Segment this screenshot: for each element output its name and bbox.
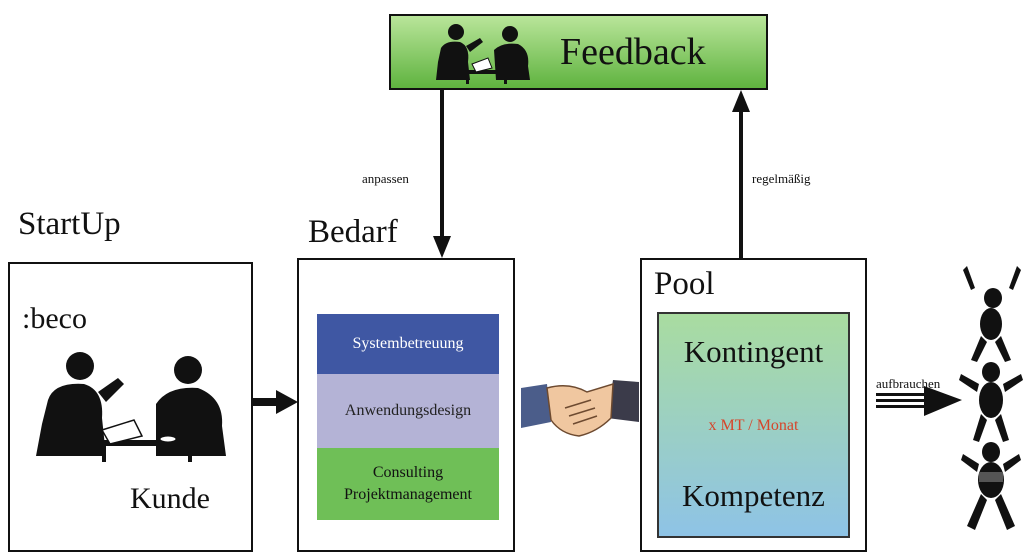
regelmaessig-arrowhead bbox=[732, 90, 750, 112]
connectors bbox=[252, 90, 962, 416]
acrobats-tower-icon bbox=[959, 266, 1023, 530]
customer-meeting-icon bbox=[36, 352, 226, 462]
bedarf-bands: Systembetreuung Anwendungsdesign Consult… bbox=[317, 314, 499, 520]
startup-heading: StartUp bbox=[18, 206, 121, 242]
feedback-label: Feedback bbox=[560, 31, 706, 73]
startup-to-bedarf-head bbox=[276, 390, 298, 414]
bedarf-heading: Bedarf bbox=[308, 214, 398, 250]
regelmaessig-label: regelmäßig bbox=[752, 171, 811, 186]
startup-box: :beco Kunde bbox=[8, 262, 253, 552]
aufbrauchen-label: aufbrauchen bbox=[876, 376, 941, 391]
startup-brand: :beco bbox=[22, 302, 87, 335]
business-meeting-icon bbox=[436, 24, 530, 84]
anpassen-arrowhead bbox=[433, 236, 451, 258]
pool-heading: Pool bbox=[654, 266, 715, 302]
band-systembetreuung: Systembetreuung bbox=[317, 314, 499, 374]
feedback-box: Feedback bbox=[389, 14, 768, 90]
startup-customer: Kunde bbox=[130, 482, 210, 515]
band-consulting: Consulting Projektmanagement bbox=[317, 448, 499, 520]
bedarf-box: Systembetreuung Anwendungsdesign Consult… bbox=[297, 258, 515, 552]
pool-kontingent: Kontingent bbox=[683, 334, 824, 369]
pool-rate: x MT / Monat bbox=[708, 417, 799, 434]
anpassen-label: anpassen bbox=[362, 171, 409, 186]
startup-to-bedarf-shaft bbox=[252, 398, 278, 406]
pool-kompetenz: Kompetenz bbox=[682, 478, 825, 513]
band-anwendungsdesign: Anwendungsdesign bbox=[317, 374, 499, 448]
handshake-icon bbox=[521, 380, 639, 437]
pool-gradient-panel: Kontingent x MT / Monat Kompetenz bbox=[657, 312, 850, 538]
aufbrauchen-arrowhead bbox=[924, 386, 962, 416]
pool-box: Pool Kontingent x MT / Monat Kompetenz bbox=[640, 258, 867, 552]
